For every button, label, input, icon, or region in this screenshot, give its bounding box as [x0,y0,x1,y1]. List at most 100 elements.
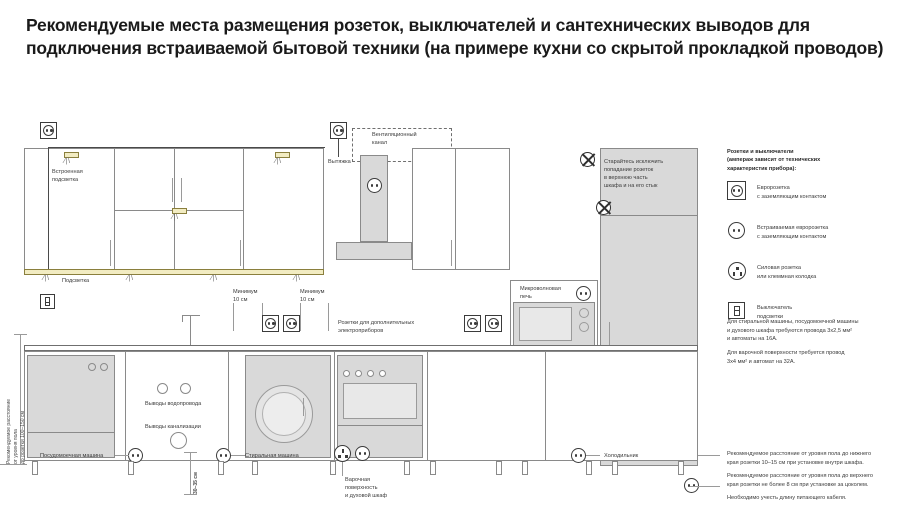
oven-knob [367,370,374,377]
no-socket-icon [580,152,595,167]
lamp-rays-icon: ⁄|\ [43,275,50,282]
faucet-body [190,315,192,345]
floor-dimension-line [20,334,21,465]
euro-socket-flush-icon[interactable] [464,315,481,332]
note-cable-length: Необходимо учесть длину питающего кабеля… [727,495,847,501]
euro-socket-flush-icon[interactable] [40,122,57,139]
floor-line [0,464,18,465]
upper-cabinet-mid [412,148,510,270]
label-floor-socket-dim: Рекомендуемое расстояние от уровня пола … [6,398,26,464]
legend-item-label: Выключатель подсветки [757,305,793,320]
note-placement-inside-cabinet: Рекомендуемое расстояние от уровня пола … [727,451,872,466]
note-leader [690,486,720,487]
cabinet-handle [172,178,173,202]
euro-socket-flush-icon[interactable] [485,315,502,332]
cabinet-divider [125,352,126,460]
power-socket-icon[interactable] [334,445,351,462]
cabinet-foot [330,461,336,475]
lamp-rays-icon: ⁄|\ [127,275,134,282]
built-in-lamp-icon [275,152,290,158]
cabinet-foot [586,461,592,475]
label-minimum-10-b: Минимум 10 см [300,289,325,304]
legend-item-label: Евророзетка с заземляющим контактом [757,185,827,200]
euro-socket-built-in-icon[interactable] [571,448,586,463]
appliance-seam [27,432,115,433]
lamp-rays-icon: ⁄|\ [275,158,282,165]
euro-socket-flush-icon[interactable] [283,315,300,332]
dimension-tick [184,494,197,495]
hood-duct [360,155,388,242]
legend-item-label: Встраиваемая евророзетка с заземляющим к… [757,225,829,240]
countertop-slab [24,345,698,351]
sewer-outlet-icon [170,432,187,449]
cabinet-handle [181,178,182,202]
label-built-in-light: Встроенная подсветка [52,169,83,184]
cabinet-foot [218,461,224,475]
euro-socket-flush-icon[interactable] [330,122,347,139]
lamp-rays-icon: ⁄|\ [172,214,179,221]
label-minimum-10-a: Минимум 10 см [233,289,258,304]
euro-socket-flush-icon [727,181,746,201]
built-in-lamp-icon [172,208,187,214]
cabinet-divider [545,352,546,460]
euro-socket-built-in-icon[interactable] [576,286,591,301]
euro-socket-flush-icon[interactable] [262,315,279,332]
label-sewer-outlets: Выводы канализации [145,424,201,430]
label-cooktop-oven: Варочная поверхность и духовой шкаф [345,477,388,500]
label-fridge: Холодильник [604,453,639,459]
label-extra-sockets: Розетки для дополнительных электроприбор… [338,320,415,335]
lamp-rays-icon: ⁄|\ [211,275,218,282]
power-socket-icon [728,262,746,281]
no-socket-icon [596,200,611,215]
water-outlet-icon [157,383,168,394]
hidden-wire-drop [338,139,340,157]
legend-item-euro-socket-flush: Евророзетка с заземляющим контактом [727,179,903,213]
cabinet-handle [451,240,452,266]
microwave-door [519,307,572,341]
dishwasher-unit [27,355,115,458]
lamp-rays-icon: ⁄|\ [294,275,301,282]
legend-item-light-switch: Выключатель подсветки [727,299,903,333]
cabinet-divider [427,352,428,460]
light-switch-icon[interactable] [40,294,55,309]
label-washing-machine: Стиральная машина [245,453,299,459]
built-in-lamp-icon [64,152,79,158]
socket-leader [342,462,343,476]
cabinet-divider [228,352,229,460]
legend-item-label: Силовая розетка или клеммная колодка [757,265,817,280]
cabinet-divider [243,149,244,269]
oven-knob [355,370,362,377]
dimension-tick [14,334,27,335]
dishwasher-control [88,363,96,371]
washer-handle [303,398,305,416]
cabinet-foot [430,461,436,475]
light-switch-icon [728,302,745,320]
euro-socket-built-in-icon[interactable] [355,446,370,461]
dimension-leader [233,303,234,331]
legend-panel: Розетки и выключатели (ампераж зависит о… [727,148,903,333]
legend-item-power-socket: Силовая розетка или клеммная колодка [727,259,903,293]
note-wiring-appliances: Для стиральной машины, посудомоечной маш… [727,319,859,343]
cabinet-divider [334,352,335,460]
label-dishwasher: Посудомоечная машина [40,453,104,459]
euro-socket-built-in-icon[interactable] [367,178,382,193]
cabinet-foot [496,461,502,475]
cabinet-foot [252,461,258,475]
cabinet-foot [612,461,618,475]
cabinet-foot [404,461,410,475]
cabinet-divider [455,149,456,269]
microwave-knob [579,308,589,318]
note-leader [698,455,720,456]
euro-socket-built-in-icon[interactable] [684,478,699,493]
hidden-wire-drop [48,147,50,269]
cabinet-divider [114,149,115,269]
cabinet-handle [609,322,610,348]
label-microwave: Микроволновая печь [520,286,561,301]
dimension-line [190,452,191,495]
cabinet-foot [32,461,38,475]
socket-leader [231,455,245,456]
under-cabinet-light-strip [24,269,324,275]
label-vent-duct: Вентиляционный канал [372,132,417,147]
label-water-outlets: Выводы водопровода [145,401,202,407]
socket-leader [115,455,129,456]
